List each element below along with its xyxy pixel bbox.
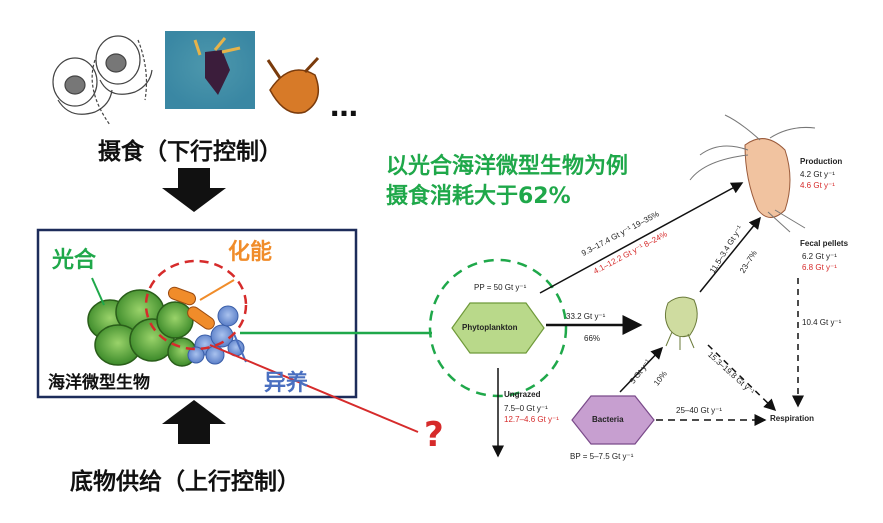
bacteria-label: Bacteria [592, 415, 624, 424]
highlight-circle [144, 259, 248, 351]
up-arrow [162, 400, 226, 444]
arrow-micro-resp [707, 344, 777, 412]
photo-label: 光合 [52, 248, 97, 273]
copepod-sketch [689, 114, 816, 233]
microscope-photo [165, 31, 255, 109]
grazing-label: 摄食（下行控制） [98, 139, 282, 165]
bact-resp-value: 25–40 Gt y⁻¹ [676, 406, 723, 415]
production-value-1: 4.2 Gt y⁻¹ [800, 170, 835, 179]
headline-line1: 以光合海洋微型生物为例 [386, 154, 629, 179]
chemo-label: 化能 [228, 240, 273, 265]
ungrazed-value-2: 12.7–4.6 Gt y⁻¹ [504, 415, 559, 424]
ciliate-small-sketch [664, 296, 698, 350]
ungrazed-label: Ungrazed [504, 390, 541, 399]
to-micro-value: 33.2 Gt y⁻¹ [566, 312, 606, 321]
headline-line2: 摄食消耗大于62% [386, 184, 571, 209]
heterotroph-cells [187, 305, 245, 365]
fecal-value-1: 6.2 Gt y⁻¹ [802, 252, 837, 261]
arrow-phyto-zoo [539, 182, 744, 294]
arrow-micro-zoo [699, 216, 761, 293]
ciliate-sketch [52, 35, 153, 126]
chemotroph-cells [167, 286, 215, 330]
fecal-resp-value: 10.4 Gt y⁻¹ [802, 318, 842, 327]
box-label: 海洋微型生物 [48, 373, 150, 393]
question-mark: ? [424, 415, 444, 455]
production-label: Production [800, 157, 843, 166]
production-value-2: 4.6 Gt y⁻¹ [800, 181, 835, 190]
phytoplankton-hexagon [451, 302, 545, 354]
fecal-value-2: 6.8 Gt y⁻¹ [802, 263, 837, 272]
to-micro-percent: 66% [584, 334, 601, 343]
hetero-label: 异养 [264, 371, 309, 396]
phytoplankton-label: Phytoplankton [462, 323, 518, 332]
respiration-label: Respiration [770, 414, 815, 423]
question-line [209, 344, 419, 433]
dinoflagellate-sketch [266, 56, 320, 114]
bacteria-hexagon [571, 395, 655, 445]
ellipsis: … [330, 90, 358, 123]
arrow-bact-micro [619, 346, 664, 393]
ungrazed-value-1: 7.5–0 Gt y⁻¹ [504, 404, 548, 413]
fecal-label: Fecal pellets [800, 239, 849, 248]
supply-label: 底物供给（上行控制） [70, 469, 300, 495]
pp-label: PP = 50 Gt y⁻¹ [474, 283, 527, 292]
bp-label: BP = 5–7.5 Gt y⁻¹ [570, 452, 634, 461]
down-arrow [162, 168, 226, 212]
